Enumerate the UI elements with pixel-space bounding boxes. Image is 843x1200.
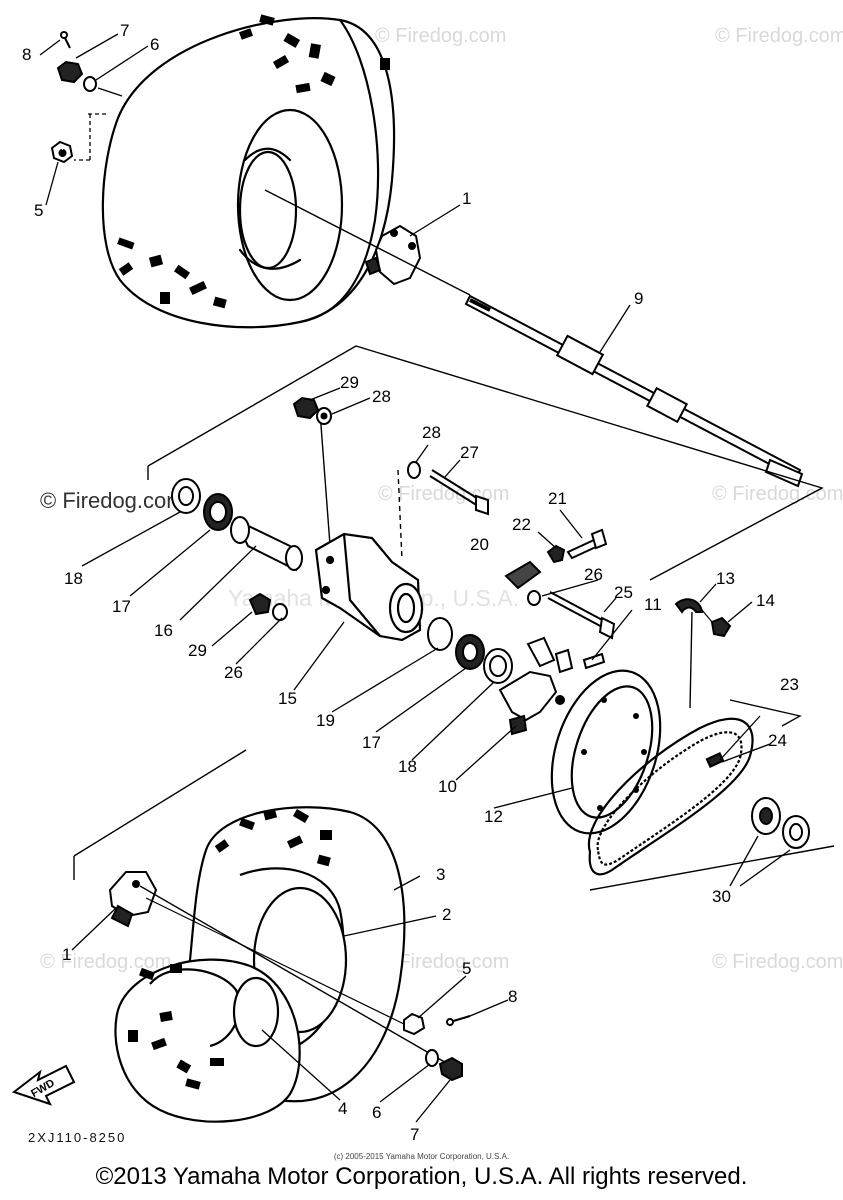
callout-8: 8 [22,45,31,64]
callout-2: 2 [442,905,451,924]
watermark-left: © Firedog.com [40,488,185,513]
callout-27: 27 [460,443,479,462]
callout-25: 25 [614,583,633,602]
bottom-wheel-hardware [403,1012,471,1082]
callout-28: 28 [422,423,441,442]
callout-8: 8 [508,987,517,1006]
fwd-arrow-icon: FWD [11,1064,76,1106]
watermark: © Firedog.com [375,25,506,47]
callout-24: 24 [768,731,787,750]
nut-washer-left [248,592,288,621]
callout-6: 6 [150,35,159,54]
callout-13: 13 [716,569,735,588]
hub-bottom [108,871,158,928]
sprocket-hub [498,636,574,736]
drive-sprocket-parts [751,797,810,849]
callout-23: 23 [780,675,799,694]
callout-6: 6 [372,1103,381,1122]
callout-30: 30 [712,887,731,906]
rear-sprocket [550,669,662,835]
top-wheel-hardware [50,31,97,164]
callout-15: 15 [278,689,297,708]
bearing-housing [314,532,424,642]
watermark: © Firedog.com [40,951,171,973]
callout-1: 1 [62,945,71,964]
callout-17: 17 [112,597,131,616]
callout-18: 18 [64,569,83,588]
callout-22: 22 [512,515,531,534]
watermark: © Firedog.com [378,483,509,505]
left-bearings [171,478,303,572]
pin-bracket [582,598,732,709]
drawing-code: 2XJ110-8250 [28,1130,127,1145]
callout-29: 29 [188,641,207,660]
washer [83,76,97,92]
assembly-outline [147,345,824,581]
callout-18: 18 [398,757,417,776]
callout-19: 19 [316,711,335,730]
watermark: © Firedog.com [378,951,509,973]
callout-12: 12 [484,807,503,826]
callout-26: 26 [224,663,243,682]
bottom-wheel [114,806,406,1123]
bolt-27 [407,461,489,516]
callout-11: 11 [644,595,662,614]
callout-7: 7 [410,1125,419,1144]
callout-3: 3 [436,865,445,884]
callout-26: 26 [584,565,603,584]
callout-21: 21 [548,489,567,508]
small-copyright: (c) 2005-2015 Yamaha Motor Corporation, … [333,1152,510,1161]
callout-numbers: 8 7 6 5 1 9 29 28 28 27 21 22 20 26 25 1… [22,21,799,1144]
callout-9: 9 [634,289,643,308]
callout-28: 28 [372,387,391,406]
hub-top [364,224,422,286]
callout-5: 5 [34,201,43,220]
bolt-21 [546,528,608,564]
callout-4: 4 [338,1099,347,1118]
callout-17: 17 [362,733,381,752]
right-bearings [427,617,513,684]
castle-nut [56,60,84,84]
nut-washer-top [292,396,332,425]
callout-14: 14 [756,591,775,610]
watermark: © Firedog.com [712,483,843,505]
top-wheel [101,14,396,329]
watermark: © Firedog.com [712,951,843,973]
callout-10: 10 [438,777,457,796]
rear-axle [464,294,804,488]
chain-adjuster [504,560,616,640]
callout-1: 1 [462,189,471,208]
watermark: © Firedog.com [715,25,843,47]
callout-20: 20 [470,535,489,554]
callout-7: 7 [120,21,129,40]
main-copyright: ©2013 Yamaha Motor Corporation, U.S.A. A… [95,1163,748,1190]
callout-16: 16 [154,621,173,640]
callout-29: 29 [340,373,359,392]
callout-5: 5 [462,959,471,978]
leader-lines [39,33,791,1123]
